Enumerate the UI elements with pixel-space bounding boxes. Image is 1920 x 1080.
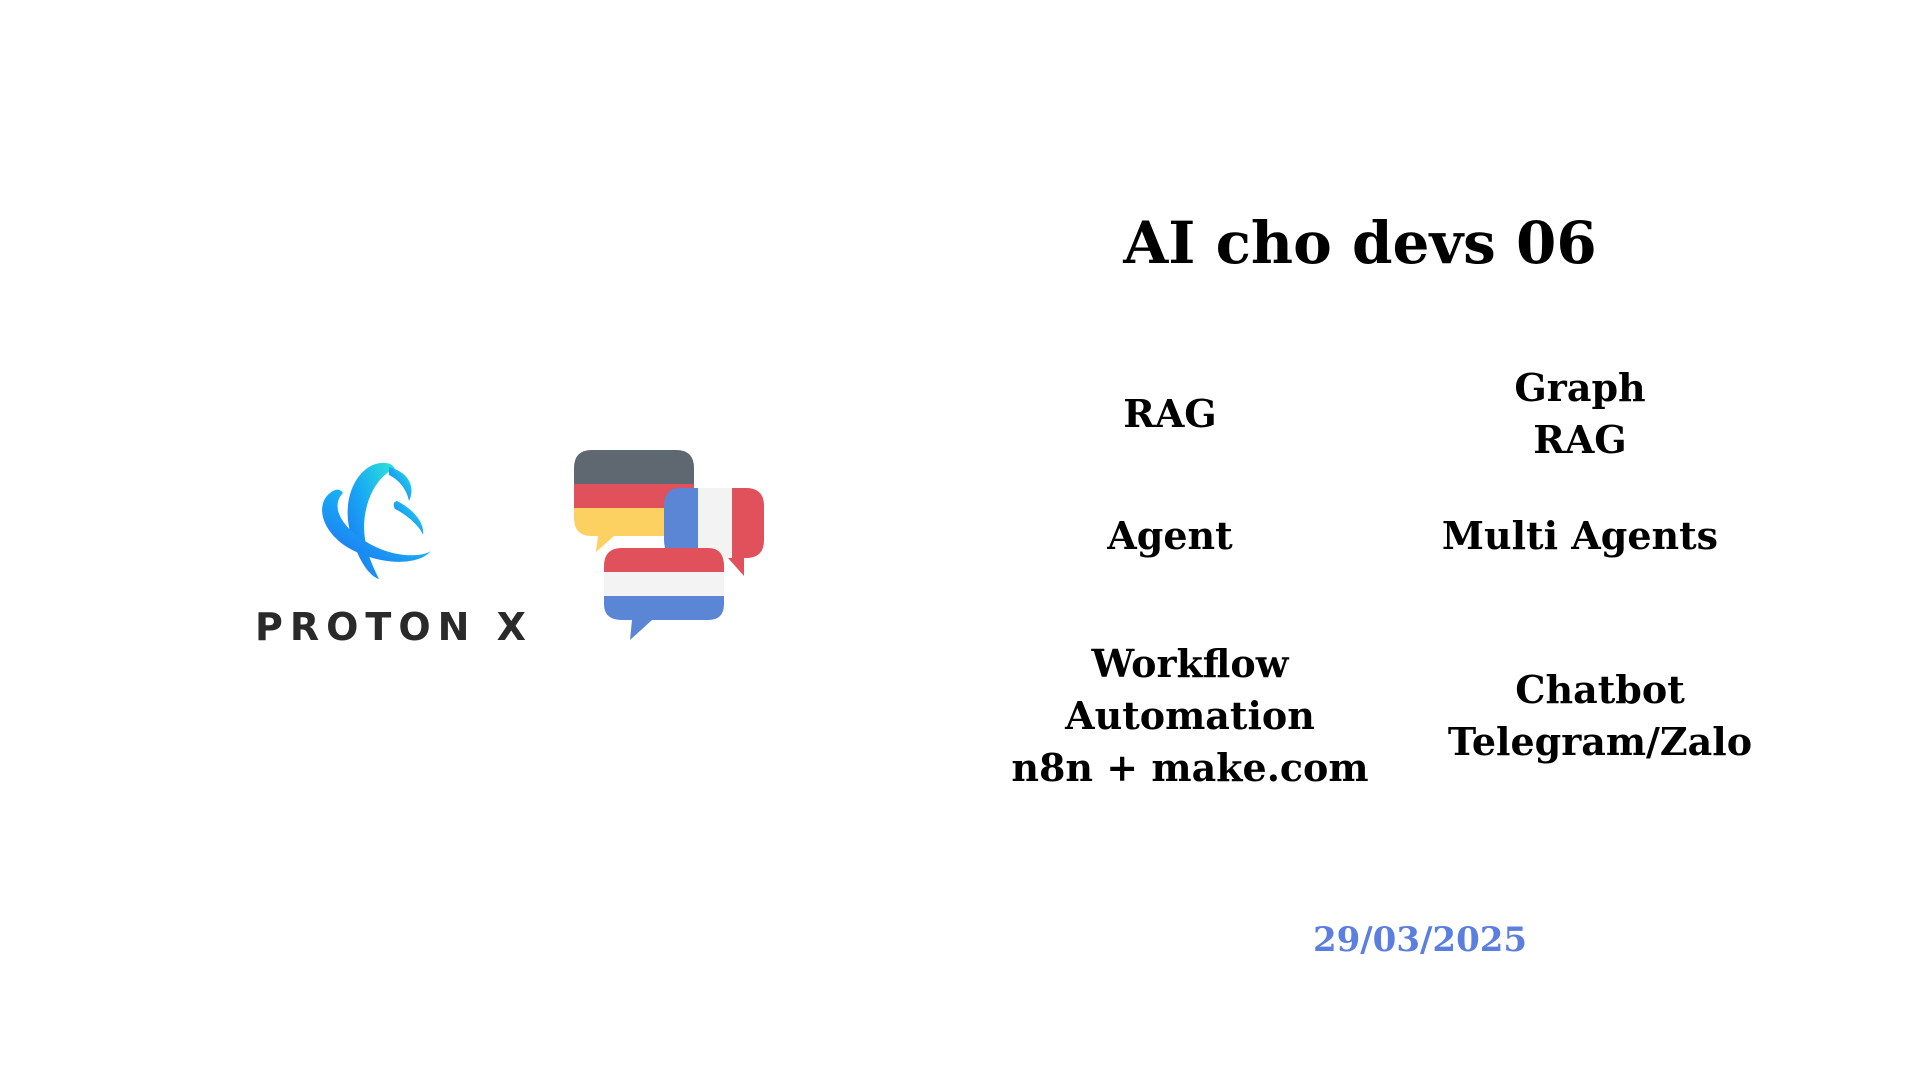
topic-workflow-line-3: n8n + make.com (1011, 745, 1369, 790)
topic-workflow-line-2: Automation (1065, 693, 1315, 738)
topic-workflow-line-1: Workflow (1091, 641, 1289, 686)
topic-chatbot-line-1: Chatbot (1515, 667, 1685, 712)
topic-multi-agents: Multi Agents (1430, 510, 1730, 562)
slide-date: 29/03/2025 (1312, 920, 1528, 960)
topic-chatbot-line-2: Telegram/Zalo (1447, 719, 1753, 764)
topic-graph-rag: Graph RAG (1430, 362, 1730, 466)
topic-graph-rag-line-1: Graph (1514, 365, 1646, 410)
logo-wordmark: PROTON X (255, 605, 533, 649)
topic-chatbot: Chatbot Telegram/Zalo (1420, 664, 1780, 768)
topic-agent-line: Agent (1107, 513, 1233, 558)
topic-rag-line: RAG (1123, 391, 1217, 436)
language-chat-bubbles-icon (574, 450, 764, 640)
topic-rag: RAG (1070, 388, 1270, 440)
topic-graph-rag-line-2: RAG (1533, 417, 1627, 462)
french-flag-bubble (664, 488, 764, 576)
proton-x-logo: PROTON X (255, 455, 526, 649)
topic-workflow-automation: Workflow Automation n8n + make.com (1000, 638, 1380, 794)
proton-x-logo-icon (322, 462, 431, 579)
topic-agent: Agent (1070, 510, 1270, 562)
dutch-flag-bubble (604, 548, 724, 640)
topic-multi-agents-line: Multi Agents (1441, 513, 1719, 558)
slide-title: AI cho devs 06 (1123, 209, 1597, 277)
